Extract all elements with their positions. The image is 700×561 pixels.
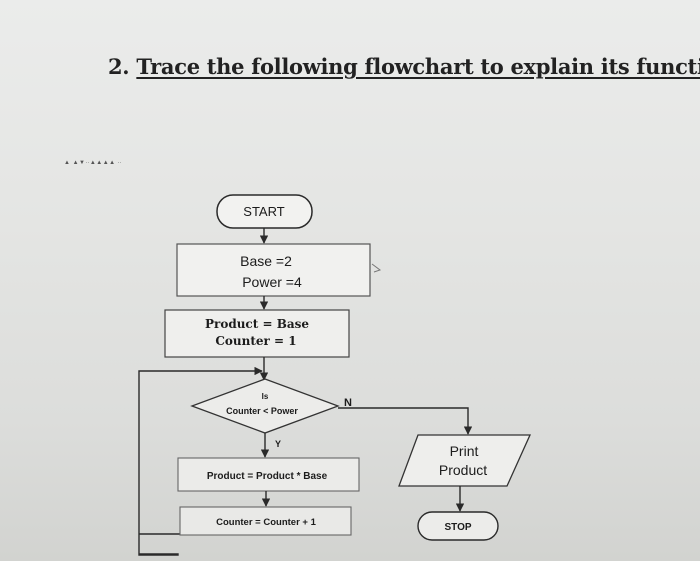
start-terminator: START [216, 194, 313, 229]
output-product-label: Product [439, 462, 487, 478]
setup-product-label: Product = Base [205, 317, 309, 331]
decision-condition-label: Counter < Power [226, 406, 298, 416]
stray-pen-mark [371, 263, 382, 273]
yes-branch-label: Y [275, 439, 281, 449]
no-branch-connector [338, 407, 473, 435]
multiply-process: Product = Product * Base [177, 457, 360, 492]
decision-is-label: Is [262, 392, 269, 401]
decision-diamond: Is Counter < Power [190, 378, 340, 434]
stop-label: STOP [444, 522, 471, 533]
question-text: Trace the following flowchart to explain… [136, 54, 700, 79]
init-base-label: Base =2 [240, 253, 292, 269]
stop-terminator: STOP [417, 511, 499, 541]
setup-counter-label: Counter = 1 [215, 334, 296, 348]
output-print-label: Print [450, 443, 479, 459]
no-branch-label: N [344, 397, 352, 409]
question-heading: 2. Trace the following flowchart to expl… [108, 54, 700, 79]
question-number: 2. [108, 54, 130, 79]
increment-process: Counter = Counter + 1 [179, 506, 352, 536]
multiply-label: Product = Product * Base [207, 471, 328, 482]
loop-back-connector [138, 366, 263, 556]
output-parallelogram: Print Product [398, 434, 532, 487]
init-process: Base =2 Power =4 [176, 243, 371, 297]
start-label: START [243, 204, 284, 219]
margin-residue: ▲ ▲▼∙∙▲▲▲▲ ∙∙ [64, 160, 123, 166]
init-power-label: Power =4 [242, 274, 302, 290]
increment-label: Counter = Counter + 1 [216, 517, 316, 528]
setup-process: Product = Base Counter = 1 [164, 309, 350, 358]
